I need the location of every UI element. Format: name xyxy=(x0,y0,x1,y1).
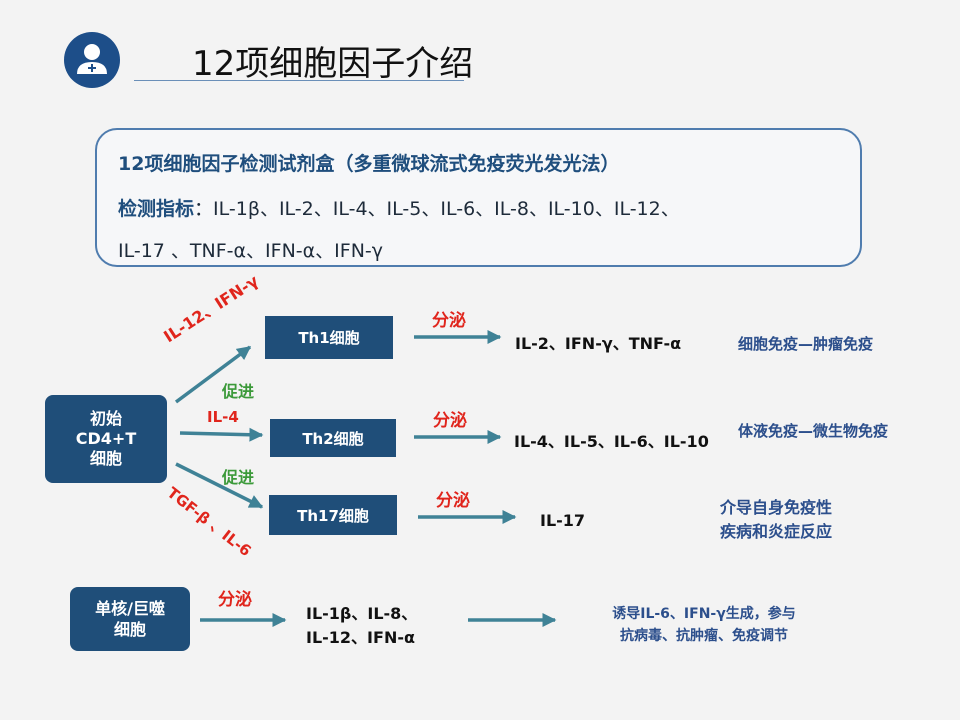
th1-secrete-label: 分泌 xyxy=(432,311,466,331)
monocyte-macrophage-box: 单核/巨噬 细胞 xyxy=(70,587,190,651)
mono-outputs-line-1: IL-1β、IL-8、 xyxy=(306,604,418,623)
th2-cell-box: Th2细胞 xyxy=(270,419,396,457)
kit-name: 12项细胞因子检测试剂盒（多重微球流式免疫荧光发光法） xyxy=(118,153,620,175)
mono-effect: 诱导IL-6、IFN-γ生成，参与 抗病毒、抗肿瘤、免疫调节 xyxy=(584,603,824,647)
mono-outputs-line-2: IL-12、IFN-α xyxy=(306,628,415,647)
th17-outputs: IL-17 xyxy=(540,511,586,530)
mono-effect-line-1: 诱导IL-6、IFN-γ生成，参与 xyxy=(612,606,796,622)
title-underline xyxy=(134,80,464,81)
th2-outputs: IL-4、IL-5、IL-6、IL-10 xyxy=(514,432,709,451)
naive-cd4-t-cell-box: 初始 CD4+T 细胞 xyxy=(45,395,167,483)
th17-secrete-label: 分泌 xyxy=(436,491,470,511)
source-line-1: 初始 xyxy=(89,409,122,428)
indicator-line-2: IL-17 、TNF-α、IFN-α、IFN-γ xyxy=(118,240,384,262)
th17-effect-line-2: 疾病和炎症反应 xyxy=(720,522,833,541)
th1-cell-box: Th1细胞 xyxy=(265,316,393,359)
info-box xyxy=(95,128,862,267)
logo-badge xyxy=(64,32,120,88)
th2-inducer-label: IL-4 xyxy=(207,408,239,426)
indicator-items: IL-1β、IL-2、IL-4、IL-5、IL-6、IL-8、IL-10、IL-… xyxy=(213,198,680,220)
source-line-3: 细胞 xyxy=(89,449,122,468)
source-line-2: CD4+T xyxy=(75,429,137,448)
indicator-colon: ： xyxy=(194,198,214,220)
th1-effect: 细胞免疫—肿瘤免疫 xyxy=(738,335,874,353)
promote-label-1: 促进 xyxy=(222,382,255,401)
mono-effect-line-2: 抗病毒、抗肿瘤、免疫调节 xyxy=(620,628,788,644)
arrow-cd4-to-th1 xyxy=(174,345,252,404)
th2-secrete-label: 分泌 xyxy=(433,411,467,431)
th17-cell-box: Th17细胞 xyxy=(269,495,397,535)
indicator-line-1: 检测指标：IL-1β、IL-2、IL-4、IL-5、IL-6、IL-8、IL-1… xyxy=(118,194,680,221)
doctor-user-icon xyxy=(77,44,107,74)
mono-line-2: 细胞 xyxy=(113,620,146,639)
promote-label-2: 促进 xyxy=(222,468,255,487)
mono-outputs: IL-1β、IL-8、 IL-12、IFN-α xyxy=(306,602,417,650)
th1-outputs: IL-2、IFN-γ、TNF-α xyxy=(515,334,682,353)
mono-secrete-label: 分泌 xyxy=(218,590,252,610)
page-title: 12项细胞因子介绍 xyxy=(192,44,474,84)
th17-effect: 介导自身免疫性 疾病和炎症反应 xyxy=(720,496,832,544)
th2-effect: 体液免疫—微生物免疫 xyxy=(738,422,889,440)
arrow-cd4-to-th2 xyxy=(179,427,264,442)
arrow-cd4-to-th17 xyxy=(175,462,264,509)
indicator-label: 检测指标 xyxy=(118,198,195,220)
mono-line-1: 单核/巨噬 xyxy=(95,599,165,618)
th17-effect-line-1: 介导自身免疫性 xyxy=(720,498,833,517)
